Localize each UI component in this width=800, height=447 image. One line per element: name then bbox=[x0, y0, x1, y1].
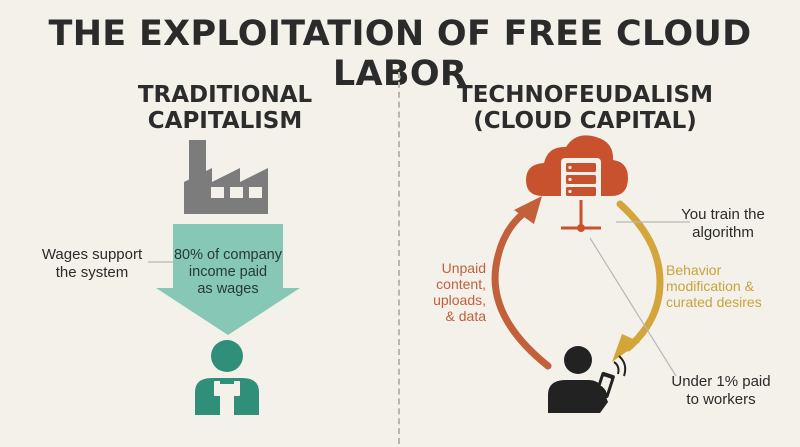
wage-share-label: 80% of company income paid as wages bbox=[168, 247, 288, 298]
worker-icon bbox=[195, 340, 259, 415]
heading-line: (CLOUD CAPITAL) bbox=[473, 108, 697, 134]
heading-line: CAPITALISM bbox=[147, 108, 303, 134]
label-line: as wages bbox=[197, 281, 259, 297]
technofeudalism-heading: TECHNOFEUDALISM (CLOUD CAPITAL) bbox=[435, 82, 735, 134]
factory-icon bbox=[184, 140, 268, 214]
label-line: content, bbox=[436, 276, 486, 292]
wages-arrow bbox=[156, 224, 300, 335]
label-line: uploads, bbox=[433, 292, 486, 308]
phone-user-icon bbox=[548, 346, 627, 413]
label-line: algorithm bbox=[692, 224, 754, 241]
label-line: to workers bbox=[686, 391, 756, 408]
label-line: modification & bbox=[666, 278, 754, 294]
label-line: the system bbox=[55, 264, 129, 281]
label-line: You train the bbox=[681, 206, 765, 223]
heading-line: TECHNOFEUDALISM bbox=[457, 82, 713, 108]
label-line: curated desires bbox=[666, 294, 762, 310]
unpaid-data-arrow bbox=[491, 206, 552, 370]
label-line: 80% of company bbox=[173, 247, 282, 263]
traditional-capitalism-heading: TRADITIONAL CAPITALISM bbox=[120, 82, 330, 134]
unpaid-content-label: Unpaid content, uploads, & data bbox=[414, 260, 486, 324]
label-line: Wages support bbox=[41, 246, 143, 263]
cloud-server-icon bbox=[526, 135, 628, 232]
label-line: Unpaid bbox=[441, 260, 486, 276]
label-line: income paid bbox=[188, 264, 268, 280]
train-algorithm-label: You train the algorithm bbox=[650, 206, 796, 242]
section-divider bbox=[398, 72, 400, 444]
behavior-modification-label: Behavior modification & curated desires bbox=[666, 262, 796, 310]
unpaid-arrowhead bbox=[514, 196, 542, 224]
label-line: Behavior bbox=[666, 262, 722, 278]
under-one-percent-label: Under 1% paid to workers bbox=[646, 373, 796, 409]
behavior-arrowhead bbox=[612, 334, 640, 362]
label-line: Under 1% paid bbox=[671, 373, 771, 390]
behavior-arrow bbox=[616, 200, 664, 352]
wages-support-label: Wages support the system bbox=[28, 246, 156, 282]
heading-line: TRADITIONAL bbox=[137, 82, 313, 108]
label-line: & data bbox=[445, 308, 486, 324]
under-connector-line bbox=[589, 237, 677, 377]
